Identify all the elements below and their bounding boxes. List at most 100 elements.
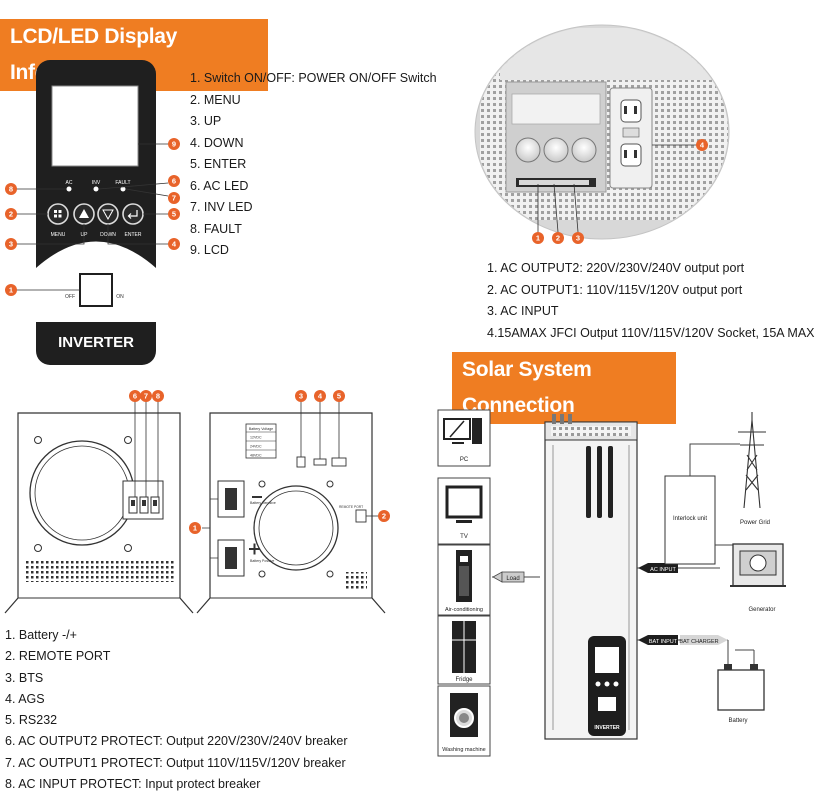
menu-icon xyxy=(54,210,57,213)
callout-marker xyxy=(168,192,180,204)
ac-led-icon xyxy=(66,186,72,192)
callout-number: 5 xyxy=(172,210,176,219)
callout-number: 3 xyxy=(299,392,303,401)
lcd-screen xyxy=(51,85,139,167)
socket-callouts xyxy=(537,144,696,233)
air-conditioning-label: Air-conditioning xyxy=(445,607,483,613)
battery-voltage-24: 24VDC xyxy=(250,445,262,449)
tv-icon xyxy=(445,485,483,519)
lcd-legend-item: 1. Switch ON/OFF: POWER ON/OFF Switch xyxy=(190,71,437,85)
fault-led-icon xyxy=(120,186,126,192)
callout-marker xyxy=(572,232,584,244)
battery-negative-label: Battery Negative xyxy=(250,501,276,505)
battery-voltage-12: 12VDC xyxy=(250,436,262,440)
lcd-legend-item: 9. LCD xyxy=(190,243,229,257)
callout-number: 6 xyxy=(133,392,137,401)
callout-marker xyxy=(168,175,180,187)
ports-legend-list: 1. AC OUTPUT2: 220V/230V/240V output por… xyxy=(487,258,815,344)
callout-number: 3 xyxy=(9,240,13,249)
bat-charger-label: BAT CHARGER xyxy=(679,639,718,645)
callout-number: 5 xyxy=(337,392,341,401)
lcd-legend-item: 5. ENTER xyxy=(190,157,247,171)
remote-port[interactable] xyxy=(355,509,367,523)
callout-marker xyxy=(5,284,17,296)
interlock-label: Interlock unit xyxy=(673,516,707,522)
callout-number: 2 xyxy=(9,210,13,219)
power-switch[interactable] xyxy=(79,273,113,307)
power-grid-tower-icon xyxy=(738,412,766,509)
callout-number: 2 xyxy=(556,234,560,243)
interlock-unit xyxy=(664,475,716,565)
rear-legend-item: 5. RS232 xyxy=(5,713,58,728)
solar-inverter-brand: INVERTER xyxy=(594,725,620,731)
callout-marker xyxy=(168,208,180,220)
callout-marker xyxy=(295,390,307,402)
rear-legend-item: 2. REMOTE PORT xyxy=(5,649,111,664)
down-arrow-icon xyxy=(102,209,114,221)
lcd-legend-item: 3. UP xyxy=(190,114,222,128)
lcd-callouts xyxy=(15,143,169,291)
down-button[interactable] xyxy=(97,203,119,225)
callout-marker xyxy=(5,183,17,195)
ac-output2-port xyxy=(515,137,541,163)
rs232-port[interactable] xyxy=(331,457,347,467)
washing-machine-label: Washing machine xyxy=(442,747,486,753)
up-arrow-icon xyxy=(79,209,89,218)
ac-input-arrow-icon xyxy=(638,563,648,573)
callout-number: 9 xyxy=(172,140,176,149)
menu-label: MENU xyxy=(51,232,66,238)
rear-legend-item: 4. AGS xyxy=(5,691,45,706)
enter-button[interactable] xyxy=(122,203,144,225)
callout-marker xyxy=(140,390,152,402)
callout-marker xyxy=(378,510,390,522)
callout-marker xyxy=(696,139,708,151)
callout-number: 3 xyxy=(576,234,580,243)
callout-marker xyxy=(314,390,326,402)
callout-marker xyxy=(168,138,180,150)
lcd-legend-item: 4. DOWN xyxy=(190,135,244,150)
rear-legend-item: 3. BTS xyxy=(5,670,44,685)
callout-number: 4 xyxy=(172,240,177,249)
rear-legend-item: 8. AC INPUT PROTECT: Input protect break… xyxy=(5,777,261,792)
callout-marker xyxy=(129,390,141,402)
rear-legend-item: 1. Battery -/+ xyxy=(5,628,77,642)
load-label: Load xyxy=(506,576,519,582)
bts-port[interactable] xyxy=(296,456,306,468)
menu-button[interactable] xyxy=(47,203,69,225)
bat-input-label: BAT INPUT xyxy=(649,639,678,645)
solar-section-title: Solar System Connection xyxy=(452,352,676,424)
pc-label: PC xyxy=(460,457,469,463)
battery-positive-label: Battery Positive xyxy=(250,559,274,563)
tv-label: TV xyxy=(460,534,468,540)
minus-icon xyxy=(252,496,262,498)
callout-marker xyxy=(5,208,17,220)
lcd-front-panel: AC INV FAULT MENU UP DOWN ENTER OFF xyxy=(36,60,156,365)
lcd-legend-list: 1. Switch ON/OFF: POWER ON/OFF Switch 2.… xyxy=(190,68,437,262)
callout-number: 4 xyxy=(318,392,323,401)
callout-number: 7 xyxy=(172,194,176,203)
callout-marker xyxy=(333,390,345,402)
callout-marker xyxy=(5,238,17,250)
callout-number: 2 xyxy=(382,512,386,521)
fault-led-label: FAULT xyxy=(115,180,130,186)
callout-number: 4 xyxy=(700,141,705,150)
socket-panel-photo xyxy=(474,24,730,240)
inverter-brand-label: INVERTER xyxy=(58,334,134,351)
callout-marker xyxy=(152,390,164,402)
callout-number: 8 xyxy=(9,185,13,194)
lcd-legend-item: 7. INV LED xyxy=(190,200,253,214)
callout-number: 8 xyxy=(156,392,160,401)
rear-legend-item: 7. AC OUTPUT1 PROTECT: Output 110V/115V/… xyxy=(5,755,346,770)
ac-led-label: AC xyxy=(66,180,73,186)
ags-port[interactable] xyxy=(313,458,327,466)
fridge-label: Fridge xyxy=(455,677,473,683)
callout-marker xyxy=(168,238,180,250)
up-button[interactable] xyxy=(73,203,95,225)
generator-icon xyxy=(730,543,786,587)
solar-system-diagram: PC TV Air-conditioning Fridge Washing ma… xyxy=(437,409,786,757)
callout-marker xyxy=(552,232,564,244)
rear-panel-left xyxy=(4,401,194,614)
ac-input-port xyxy=(571,137,597,163)
enter-icon xyxy=(127,210,138,219)
